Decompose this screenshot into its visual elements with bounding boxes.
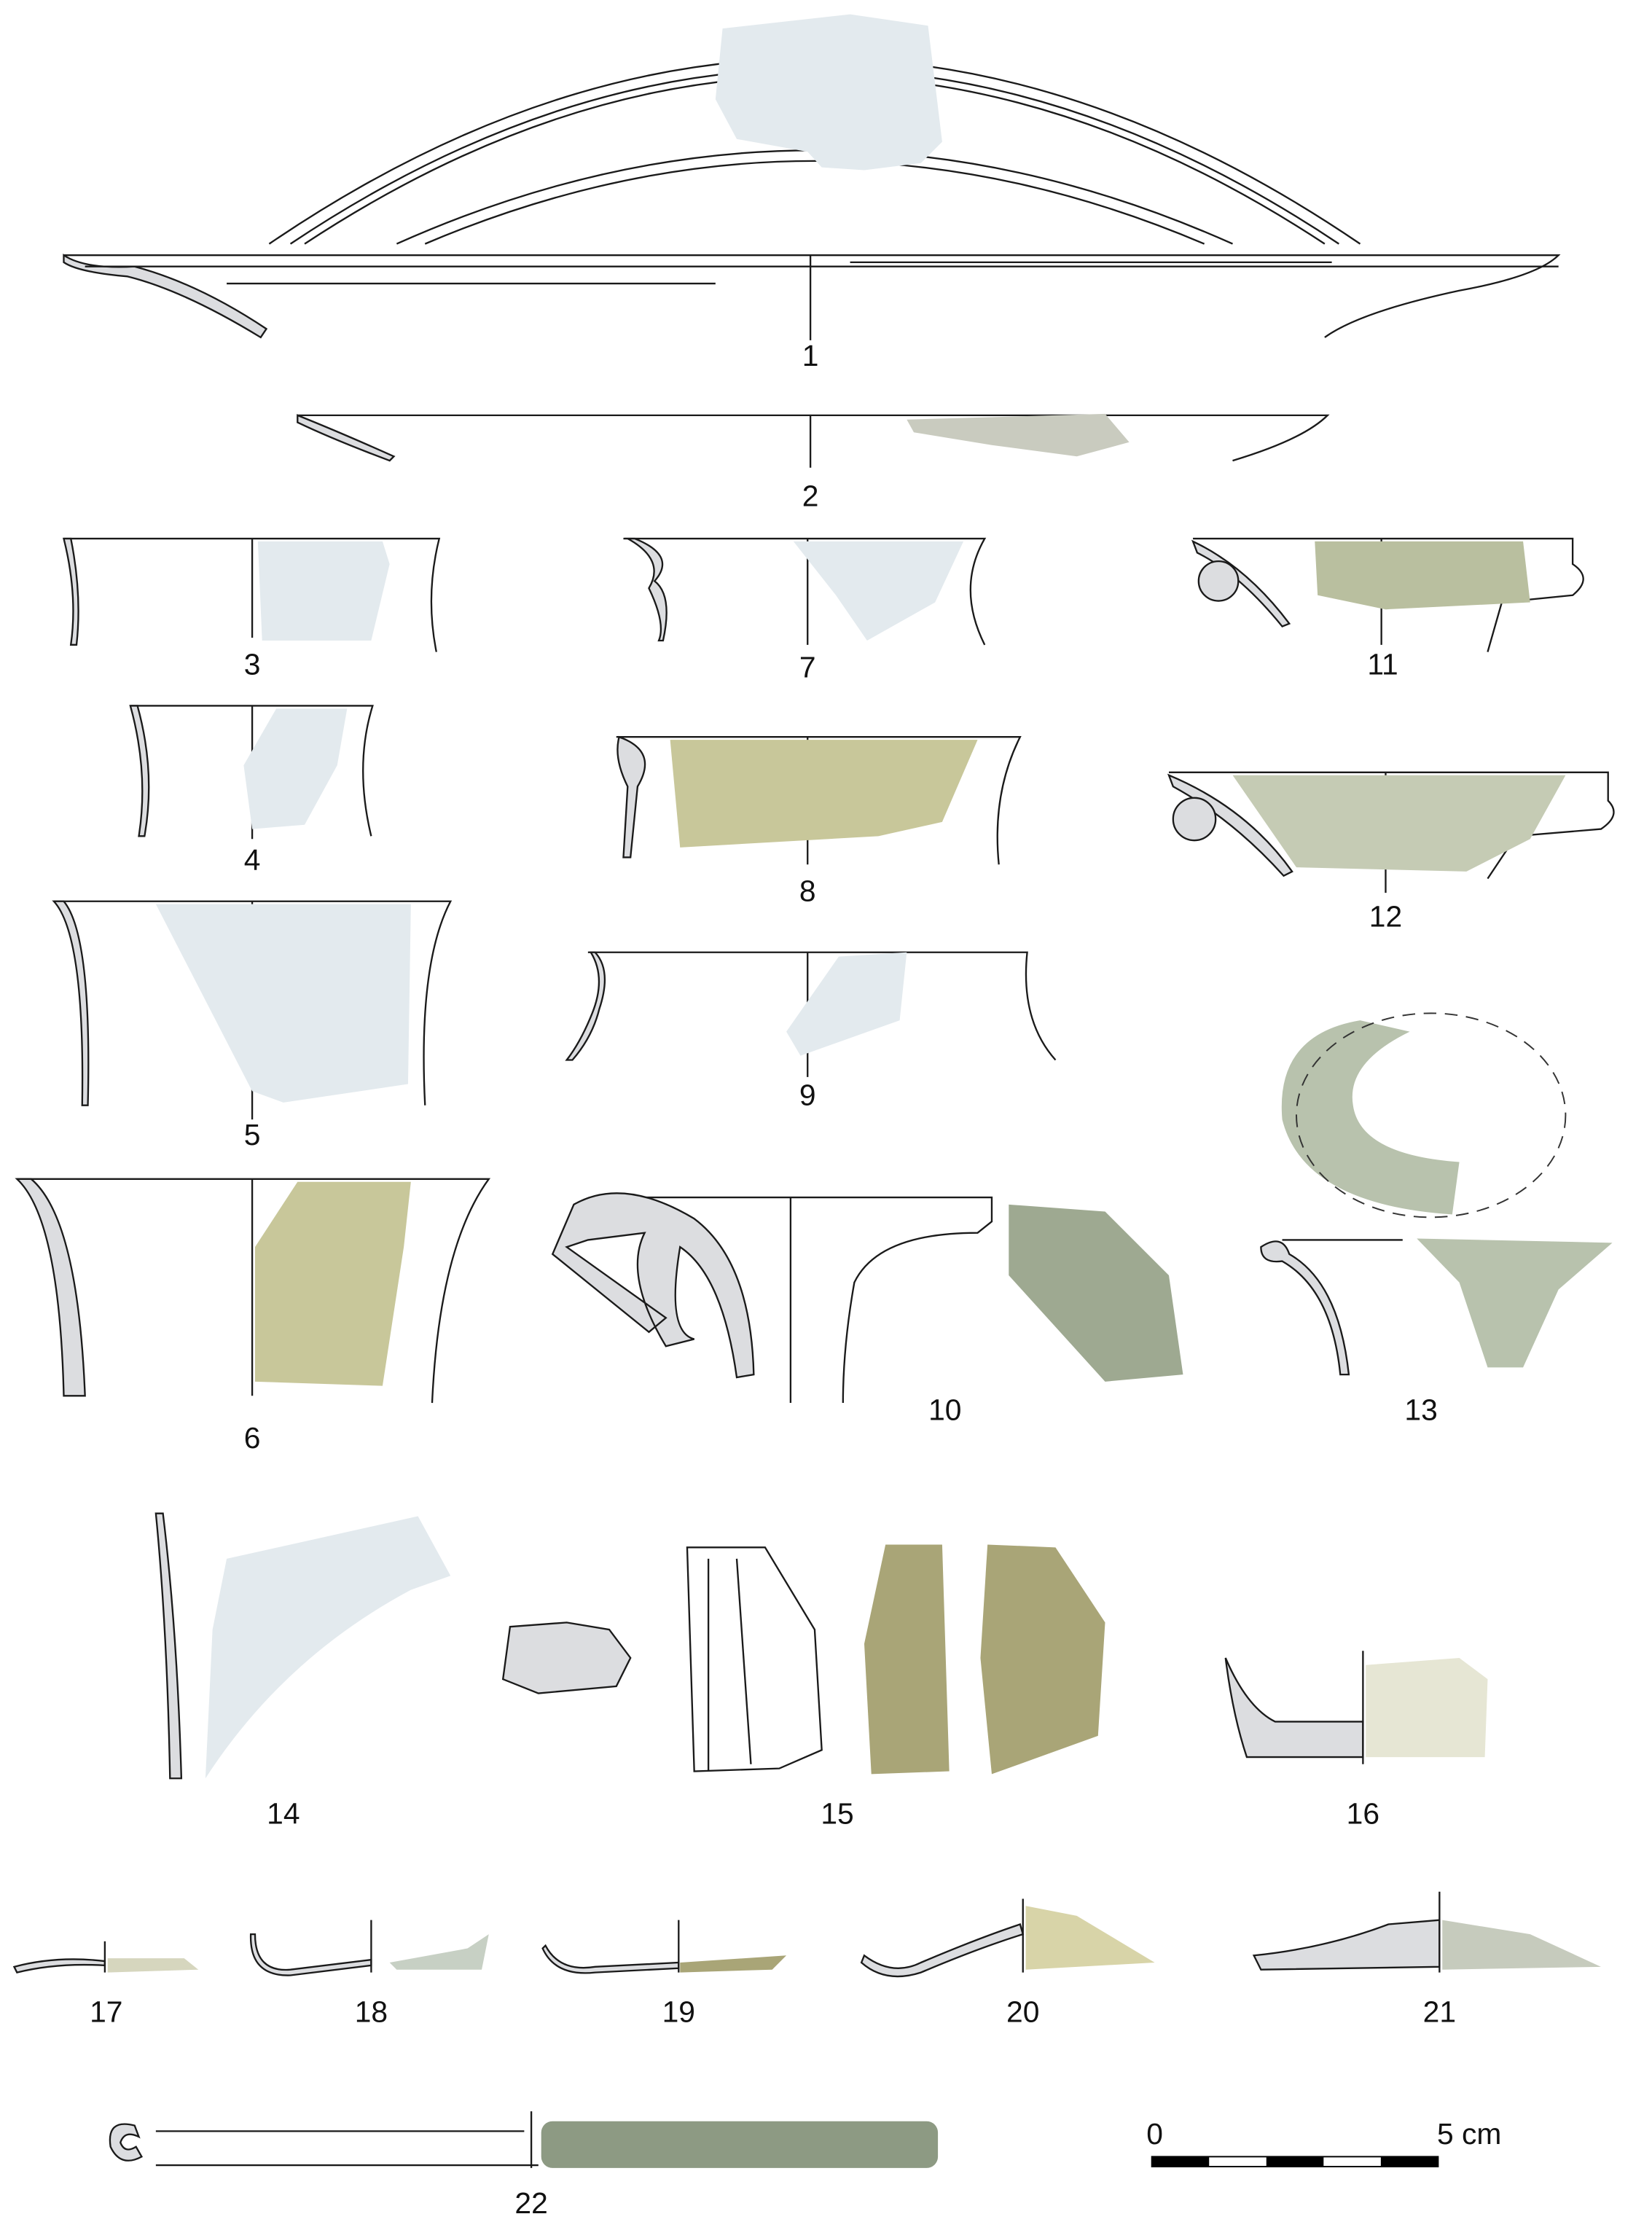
find-label: 15 [821,1796,853,1830]
find-9-drawing [565,951,1057,1077]
find-label: 12 [1369,900,1402,934]
find-label: 21 [1423,1995,1456,2029]
find-label: 22 [514,2186,547,2220]
find-4-drawing [129,705,374,840]
scale-bar: 0 5 cm [1146,2117,1501,2167]
find-label: 2 [802,479,819,512]
find-label: 17 [90,1995,122,2029]
find-1-drawing [63,14,1561,340]
find-8-drawing [616,735,1022,865]
find-2-drawing [297,413,1330,468]
find-label: 7 [799,651,816,684]
find-label: 16 [1347,1796,1379,1830]
find-label: 10 [928,1393,961,1426]
find-label: 5 [244,1118,261,1151]
find-label: 20 [1006,1995,1039,2029]
find-label: 9 [799,1079,816,1112]
find-7-drawing [623,537,987,646]
find-label: 18 [355,1995,388,2029]
find-label: 11 [1367,648,1398,681]
find-label: 8 [799,875,816,908]
find-label: 19 [662,1995,695,2029]
find-15-drawing [501,1544,1105,1775]
find-10-drawing [551,1192,1183,1404]
find-label: 13 [1404,1393,1437,1426]
find-5-drawing [52,900,453,1120]
find-13-drawing [1260,1012,1613,1376]
find-label: 3 [244,648,261,681]
bases-17-21-drawings [12,1891,1602,1978]
scale-end-label: 5 cm [1437,2117,1501,2151]
find-label: 14 [267,1796,300,1830]
find-11-drawing [1191,537,1584,652]
find-label: 4 [244,843,261,877]
find-label: 1 [802,339,819,372]
find-14-drawing [154,1512,451,1780]
find-16-drawing [1224,1651,1488,1764]
find-22-drawing [109,2111,939,2168]
scale-start-label: 0 [1146,2117,1163,2151]
find-12-drawing [1167,771,1615,893]
find-6-drawing [15,1178,491,1404]
find-label: 6 [244,1421,261,1455]
find-3-drawing [62,537,441,652]
